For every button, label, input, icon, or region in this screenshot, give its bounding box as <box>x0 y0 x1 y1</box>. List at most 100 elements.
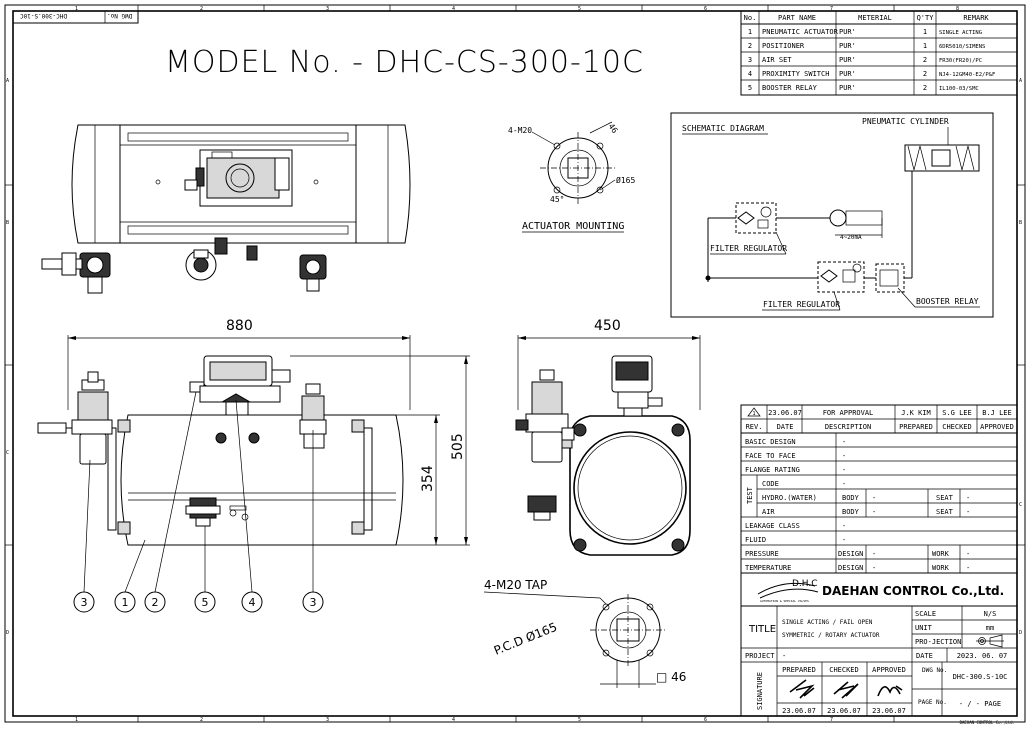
title-line-2: SYMMETRIC / ROTARY ACTUATOR <box>782 632 880 639</box>
schematic-diagram: SCHEMATIC DIAGRAM PNEUMATIC CYLINDER 4~2… <box>670 112 994 318</box>
unit-label: UNIT <box>915 624 933 632</box>
spec-test-label: TEST <box>746 486 754 504</box>
grid-row-b-right: B <box>1019 220 1022 226</box>
spec-temperature-work-label: WORK <box>932 564 950 572</box>
parts-cell: PUR' <box>839 84 856 92</box>
grid-row-d-right: D <box>1019 630 1022 636</box>
grid-col-2-top: 2 <box>200 6 203 12</box>
grid-row-d-left: D <box>6 630 9 636</box>
balloon-1: 1 <box>122 596 129 609</box>
schematic-signal-label: 4~20mA <box>840 234 862 241</box>
spec-pressure-design-value: - <box>872 550 876 558</box>
spec-hydro-body-label: BODY <box>842 494 860 502</box>
page-no-label: PAGE No. <box>918 699 947 706</box>
grid-col-8-top: 8 <box>956 6 959 12</box>
parts-cell: POSITIONER <box>762 42 805 50</box>
parts-cell: PUR' <box>839 28 856 36</box>
parts-header-material: METERIAL <box>858 14 892 22</box>
rev-header-rev: REV. <box>746 423 763 431</box>
grid-columns: 1 2 3 4 5 6 7 8 1 2 3 4 5 6 7 <box>75 5 959 723</box>
spec-hydro-seat-label: SEAT <box>936 494 954 502</box>
balloon-2: 2 <box>152 596 159 609</box>
sig-date-approved: 23.06.07 <box>872 707 906 715</box>
grid-col-7-top: 7 <box>830 6 833 12</box>
parts-cell: 1 <box>923 42 927 50</box>
spec-air-seat-label: SEAT <box>936 508 954 516</box>
parts-cell: PUR' <box>839 56 856 64</box>
rev-approved: B.J LEE <box>982 409 1012 417</box>
parts-cell: PUR' <box>839 42 856 50</box>
rev-header-checked: CHECKED <box>942 423 972 431</box>
spec-test-hydro-label: HYDRO.(WATER) <box>762 494 817 502</box>
grid-col-1-bottom: 1 <box>75 717 78 723</box>
company-block: D.H.C AUTOMATION & SPECIAL VALVES DAEHAN… <box>740 572 1018 607</box>
balloon-3-left: 3 <box>81 596 88 609</box>
rev-header-approved: APPROVED <box>980 423 1014 431</box>
spec-test-air-label: AIR <box>762 508 775 516</box>
dwg-corner-value: DHC-300.S-10C <box>20 12 67 19</box>
rev-date: 23.06.07 <box>768 409 802 417</box>
parts-cell: PROXIMITY SWITCH <box>762 70 829 78</box>
spec-temperature-work-value: - <box>966 564 970 572</box>
mounting-angle-label: 45° <box>550 195 564 204</box>
front-view-dimensions: 880 505 354 <box>67 318 470 546</box>
balloon-5: 5 <box>202 596 209 609</box>
parts-cell: 4 <box>748 70 752 78</box>
spec-temperature-design-value: - <box>872 564 876 572</box>
spec-leakage-value: - <box>842 522 846 530</box>
parts-header-no: No. <box>744 14 757 22</box>
company-logo: D.H.C AUTOMATION & SPECIAL VALVES <box>757 579 819 603</box>
spec-face-to-face-value: - <box>842 452 846 460</box>
company-name: DAEHAN CONTROL Co.,Ltd. <box>822 584 1004 598</box>
bottom-tap-label: 4-M20 TAP <box>484 578 547 592</box>
dim-height-354: 354 <box>420 465 436 492</box>
sig-date-checked: 23.06.07 <box>827 707 861 715</box>
grid-col-3-top: 3 <box>326 6 329 12</box>
dwg-no-value: DHC-300.S-10C <box>953 673 1008 681</box>
footer-company: DAEHAN CONTROL Co.,Ltd. <box>960 720 1015 725</box>
parts-cell: 1 <box>923 28 927 36</box>
rev-header-date: DATE <box>777 423 794 431</box>
signature-label: SIGNATURE <box>756 672 764 710</box>
specs-block: BASIC DESIGN - FACE TO FACE - FLANGE RAT… <box>740 432 1018 574</box>
spec-hydro-body-value: - <box>872 494 876 502</box>
model-title: MODEL No. - DHC-CS-300-10C <box>165 45 644 80</box>
dim-width-450: 450 <box>594 318 621 334</box>
spec-temperature-design-label: DESIGN <box>838 564 863 572</box>
parts-cell: PUR' <box>839 70 856 78</box>
grid-row-b-left: B <box>6 220 9 226</box>
parts-cell: 1 <box>748 28 752 36</box>
actuator-side-view: 450 <box>515 318 701 556</box>
parts-cell: IL100-03/SMC <box>939 86 979 92</box>
grid-rows: A B C D A B C D <box>5 78 1025 636</box>
dwg-corner-label: DWG No. <box>107 12 132 19</box>
spec-fluid-value: - <box>842 536 846 544</box>
grid-col-4-top: 4 <box>452 6 455 12</box>
parts-cell: 3 <box>748 56 752 64</box>
project-value: - <box>782 652 786 660</box>
bottom-mounting-detail: 4-M20 TAP P.C.D Ø165 □ 46 <box>483 578 686 688</box>
grid-col-4-bottom: 4 <box>452 717 455 723</box>
spec-fluid-label: FLUID <box>745 536 766 544</box>
schematic-cylinder-label: PNEUMATIC CYLINDER <box>862 117 949 126</box>
balloon-3-right: 3 <box>310 596 317 609</box>
date-value: 2023. 06. 07 <box>957 652 1008 660</box>
schematic-filter1-label: FILTER REGULATOR <box>710 244 787 253</box>
grid-col-5-bottom: 5 <box>578 717 581 723</box>
spec-temperature-label: TEMPERATURE <box>745 564 791 572</box>
spec-test-code-value: - <box>842 480 846 488</box>
mounting-pcd-label: Ø165 <box>616 175 635 185</box>
parts-header-qty: Q'TY <box>917 14 935 22</box>
dwg-no-label: DWG No. <box>922 667 947 674</box>
spec-face-to-face-label: FACE TO FACE <box>745 452 796 460</box>
parts-header-remark: REMARK <box>963 14 989 22</box>
dim-height-505: 505 <box>450 433 466 460</box>
mounting-title: ACTUATOR MOUNTING <box>522 221 624 232</box>
dim-width-880: 880 <box>226 318 253 334</box>
grid-row-a-left: A <box>6 78 9 84</box>
scale-value: N/S <box>984 610 997 618</box>
spec-test-code-label: CODE <box>762 480 779 488</box>
rev-number: 1 <box>752 411 755 417</box>
